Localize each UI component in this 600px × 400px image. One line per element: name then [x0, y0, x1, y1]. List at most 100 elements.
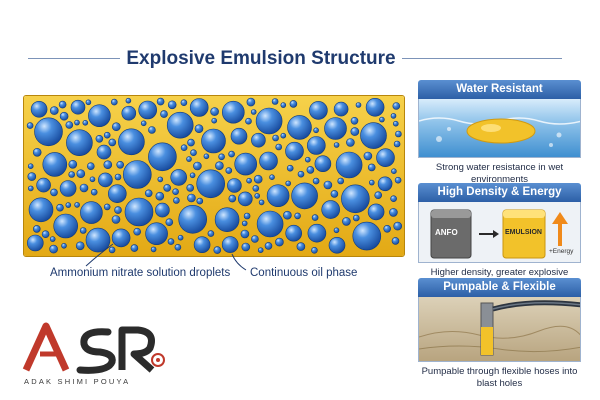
ammonium-nitrate-droplet: [70, 99, 86, 115]
ammonium-nitrate-droplet: [304, 156, 311, 163]
ammonium-nitrate-droplet: [230, 127, 248, 145]
ammonium-nitrate-droplet: [342, 217, 351, 226]
ammonium-nitrate-droplet: [125, 97, 132, 104]
ammonium-nitrate-droplet: [391, 168, 397, 174]
ammonium-nitrate-droplet: [174, 244, 182, 251]
ammonium-nitrate-droplet: [350, 127, 360, 136]
water-emulsion-icon: [419, 117, 580, 147]
ammonium-nitrate-droplet: [85, 99, 92, 106]
ammonium-nitrate-droplet: [103, 160, 113, 169]
ammonium-nitrate-droplet: [157, 176, 164, 183]
ammonium-nitrate-droplet: [251, 132, 266, 148]
ammonium-nitrate-droplet: [34, 117, 63, 147]
ammonium-nitrate-droplet: [341, 184, 370, 214]
ammonium-nitrate-droplet: [193, 161, 202, 171]
ammonium-nitrate-droplet: [28, 197, 54, 223]
ammonium-nitrate-droplet: [213, 246, 222, 254]
title-divider-right: [402, 58, 562, 59]
hose-icon: [419, 300, 580, 356]
card-water-resistant: Water Resistant Strong water resistance …: [418, 80, 581, 186]
ammonium-nitrate-droplet: [59, 111, 69, 121]
water-illustration: [418, 99, 581, 158]
ammonium-nitrate-droplet: [58, 100, 67, 109]
ammonium-nitrate-droplet: [323, 180, 333, 190]
ammonium-nitrate-droplet: [82, 119, 89, 126]
ammonium-nitrate-droplet: [186, 156, 192, 162]
ammonium-nitrate-droplet: [187, 138, 195, 147]
ammonium-nitrate-droplet: [363, 151, 373, 161]
ammonium-nitrate-droplet: [148, 126, 156, 134]
ammonium-nitrate-droplet: [321, 200, 341, 219]
pumping-illustration: [418, 297, 581, 362]
ammonium-nitrate-droplet: [172, 188, 179, 195]
ammonium-nitrate-droplet: [189, 172, 196, 179]
ammonium-nitrate-droplet: [258, 199, 265, 206]
ammonium-nitrate-droplet: [257, 247, 264, 253]
ammonium-nitrate-droplet: [350, 116, 359, 125]
ammonium-nitrate-droplet: [285, 141, 304, 161]
ammonium-nitrate-droplet: [30, 101, 48, 118]
ammonium-nitrate-droplet: [130, 244, 139, 252]
ammonium-nitrate-droplet: [306, 166, 315, 174]
ammonium-nitrate-droplet: [291, 182, 318, 210]
ammonium-nitrate-droplet: [210, 107, 219, 116]
ammonium-nitrate-droplet: [108, 138, 117, 147]
title-row: Explosive Emulsion Structure: [0, 44, 600, 74]
ammonium-nitrate-droplet: [28, 185, 34, 192]
ammonium-nitrate-droplet: [337, 177, 345, 185]
ammonium-nitrate-droplet: [390, 113, 397, 119]
ammonium-nitrate-droplet: [90, 188, 98, 196]
ammonium-nitrate-droplet: [68, 160, 78, 169]
ammonium-nitrate-droplet: [333, 227, 340, 234]
ammonium-nitrate-droplet: [246, 97, 256, 107]
ammonium-nitrate-droplet: [190, 149, 197, 157]
ammonium-nitrate-droplet: [383, 225, 392, 233]
ammonium-nitrate-droplet: [252, 185, 260, 192]
ammonium-nitrate-droplet: [138, 100, 157, 120]
ammonium-nitrate-droplet: [280, 132, 287, 139]
ammonium-nitrate-droplet: [186, 184, 194, 192]
ammonium-nitrate-droplet: [253, 174, 263, 184]
ammonium-nitrate-droplet: [250, 109, 257, 115]
ammonium-nitrate-droplet: [98, 172, 113, 188]
ammonium-nitrate-droplet: [314, 155, 332, 172]
card-heading: High Density & Energy: [418, 183, 581, 202]
ammonium-nitrate-droplet: [241, 242, 251, 252]
ammonium-nitrate-droplet: [311, 214, 319, 221]
ammonium-nitrate-droplet: [391, 237, 400, 245]
ammonium-nitrate-droplet: [256, 210, 284, 238]
energy-label: +Energy: [549, 248, 574, 255]
ammonium-nitrate-droplet: [123, 160, 152, 189]
card-pumpable: Pumpable & Flexible Pumpable through fle…: [418, 278, 581, 390]
ammonium-nitrate-droplet: [377, 176, 393, 192]
ammonium-nitrate-droplet: [289, 100, 298, 108]
ammonium-nitrate-droplet: [76, 169, 86, 178]
ammonium-nitrate-droplet: [108, 246, 116, 254]
ammonium-nitrate-droplet: [74, 202, 80, 208]
ammonium-nitrate-droplet: [56, 203, 64, 212]
ammonium-nitrate-droplet: [33, 225, 41, 233]
card-caption: Strong water resistance in wet environme…: [435, 162, 564, 185]
ammonium-nitrate-droplet: [228, 194, 237, 203]
ammonium-nitrate-droplet: [376, 148, 395, 168]
ammonium-nitrate-droplet: [246, 177, 252, 184]
ammonium-nitrate-droplet: [389, 208, 398, 217]
ammonium-nitrate-droplet: [280, 102, 287, 108]
ammonium-nitrate-droplet: [395, 130, 402, 138]
ammonium-nitrate-droplet: [360, 122, 387, 149]
ammonium-nitrate-droplet: [313, 127, 319, 134]
ammonium-nitrate-droplet: [111, 228, 131, 248]
ammonium-nitrate-droplet: [374, 191, 383, 199]
ammonium-nitrate-droplet: [68, 171, 76, 178]
ammonium-nitrate-droplet: [394, 176, 402, 184]
ammonium-nitrate-droplet: [27, 163, 34, 169]
ammonium-nitrate-droplet: [259, 151, 278, 171]
ammonium-nitrate-droplet: [36, 177, 51, 193]
ammonium-nitrate-droplet: [264, 242, 273, 250]
ammonium-nitrate-droplet: [95, 134, 104, 143]
ammonium-nitrate-droplet: [392, 120, 399, 127]
card-high-density: High Density & Energy ANFO EMULSION +Ene…: [418, 183, 581, 291]
ammonium-nitrate-droplet: [53, 213, 79, 239]
ammonium-nitrate-droplet: [89, 176, 96, 183]
ammonium-nitrate-droplet: [180, 99, 188, 106]
